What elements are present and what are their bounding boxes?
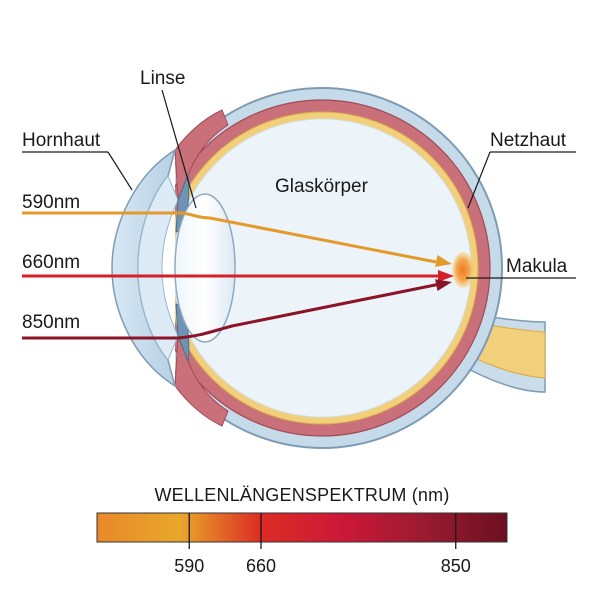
label-makula: Makula <box>506 256 568 277</box>
spectrum-tick-label-850: 850 <box>441 556 471 576</box>
light-rays <box>22 211 454 340</box>
ray-arrowhead-660nm <box>438 270 454 282</box>
anterior-chamber <box>137 175 179 361</box>
ray-label-850: 850nm <box>22 312 80 333</box>
label-hornhaut: Hornhaut <box>22 130 101 151</box>
ray-850nm <box>22 282 441 340</box>
spectrum-tick-label-590: 590 <box>174 556 204 576</box>
ciliary-body-lower <box>174 335 229 427</box>
leader-hornhaut-tip <box>107 151 133 191</box>
leader-lines <box>22 89 576 279</box>
spectrum-tick-label-660: 660 <box>246 556 276 576</box>
ray-label-660: 660nm <box>22 252 80 273</box>
macula <box>452 252 474 288</box>
spectrum-title: WELLENLÄNGENSPEKTRUM (nm) <box>154 485 449 505</box>
ray-590nm <box>22 211 437 264</box>
label-netzhaut: Netzhaut <box>490 130 567 151</box>
spectrum-bar <box>96 512 508 543</box>
spectrum-ticks: 590 660 850 <box>174 513 471 576</box>
leader-linse <box>161 89 197 209</box>
ray-arrowhead-590nm <box>435 255 452 267</box>
label-linse: Linse <box>140 68 185 89</box>
label-glaskoerper: Glaskörper <box>275 176 369 197</box>
ciliary-body-upper <box>174 109 229 201</box>
ray-label-590: 590nm <box>22 192 80 213</box>
lens <box>174 193 236 343</box>
anterior-mask <box>0 0 175 600</box>
leader-netzhaut-tip <box>467 151 491 209</box>
ray-arrowhead-850nm <box>435 279 452 292</box>
